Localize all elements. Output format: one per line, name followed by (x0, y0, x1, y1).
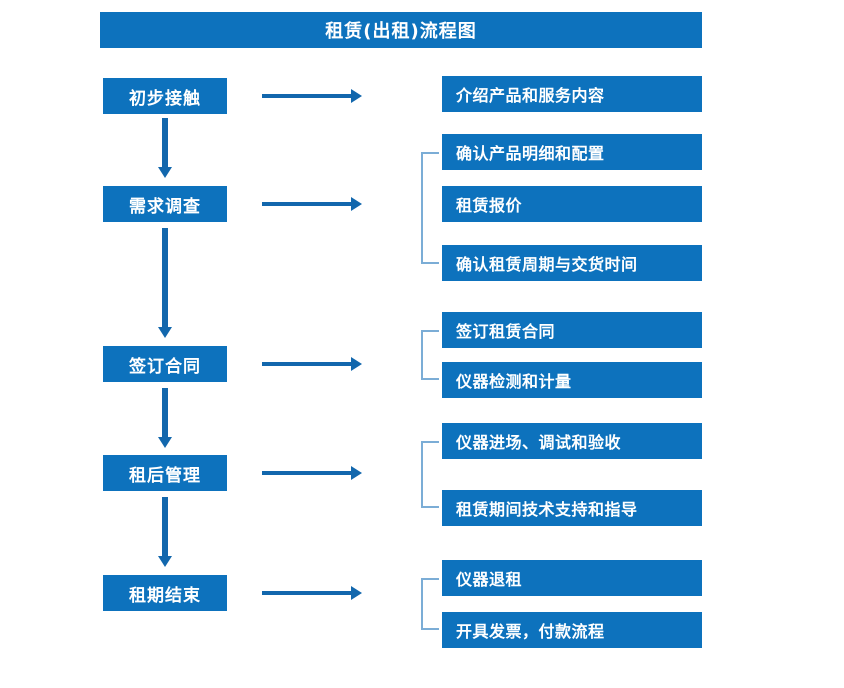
arrow-head (158, 167, 172, 178)
arrow-shaft (262, 591, 352, 595)
detail-box-1[interactable]: 介绍产品和服务内容 (442, 76, 702, 112)
detail-box-2[interactable]: 确认产品明细和配置 (442, 134, 702, 170)
arrow-head (351, 466, 362, 480)
arrow-head (158, 437, 172, 448)
diagram-title: 租赁(出租)流程图 (100, 12, 702, 48)
arrow-head (351, 89, 362, 103)
flow-arrow-down-4 (158, 497, 172, 567)
flow-arrow-down-3 (158, 388, 172, 448)
detail-box-5[interactable]: 签订租赁合同 (442, 312, 702, 348)
arrow-head (158, 327, 172, 338)
detail-box-4[interactable]: 确认租赁周期与交货时间 (442, 245, 702, 281)
connector-arrow-right-4 (262, 466, 362, 480)
arrow-head (158, 556, 172, 567)
connector-arrow-right-2 (262, 197, 362, 211)
stage-box-5[interactable]: 租期结束 (103, 575, 227, 611)
arrow-shaft (262, 202, 352, 206)
group-bracket-3 (421, 441, 439, 508)
arrow-head (351, 357, 362, 371)
detail-box-10[interactable]: 开具发票，付款流程 (442, 612, 702, 648)
detail-box-3[interactable]: 租赁报价 (442, 186, 702, 222)
detail-box-8[interactable]: 租赁期间技术支持和指导 (442, 490, 702, 526)
detail-box-9[interactable]: 仪器退租 (442, 560, 702, 596)
arrow-shaft (162, 497, 168, 556)
arrow-shaft (262, 362, 352, 366)
stage-box-4[interactable]: 租后管理 (103, 455, 227, 491)
connector-arrow-right-1 (262, 89, 362, 103)
stage-box-1[interactable]: 初步接触 (103, 78, 227, 114)
stage-box-3[interactable]: 签订合同 (103, 346, 227, 382)
arrow-shaft (162, 118, 168, 167)
arrow-shaft (162, 388, 168, 437)
arrow-head (351, 586, 362, 600)
stage-box-2[interactable]: 需求调查 (103, 186, 227, 222)
group-bracket-4 (421, 578, 439, 630)
arrow-shaft (262, 94, 352, 98)
flow-arrow-down-1 (158, 118, 172, 178)
group-bracket-1 (421, 152, 439, 264)
flow-arrow-down-2 (158, 228, 172, 338)
arrow-shaft (262, 471, 352, 475)
group-bracket-2 (421, 330, 439, 380)
arrow-shaft (162, 228, 168, 327)
connector-arrow-right-5 (262, 586, 362, 600)
arrow-head (351, 197, 362, 211)
connector-arrow-right-3 (262, 357, 362, 371)
detail-box-6[interactable]: 仪器检测和计量 (442, 362, 702, 398)
detail-box-7[interactable]: 仪器进场、调试和验收 (442, 423, 702, 459)
